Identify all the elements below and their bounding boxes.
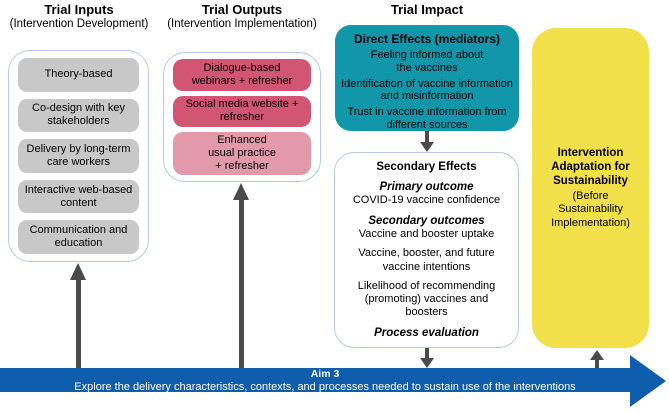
primary-outcome-item: COVID-19 vaccine confidence [352,194,501,206]
secondary-effects-title: Secondary Effects [376,161,477,173]
secondary-outcome-recommending: Likelihood of recommending (promoting) v… [357,279,496,319]
aim-banner [0,368,630,392]
input-item-co-design: Co-design with key stakeholders [18,98,139,133]
outputs-subtitle: (Intervention Implementation) [167,17,317,30]
direct-effect-informed: Feeling informed about the vaccines [370,49,484,74]
secondary-effects-box: Secondary Effects Primary outcome COVID-… [334,152,519,348]
impact-title: Trial Impact [390,2,464,17]
input-item-delivery: Delivery by long-term care workers [18,139,139,173]
direct-effects-box: Direct Effects (mediators) Feeling infor… [335,25,519,131]
inputs-panel: Theory-based Co-design with key stakehol… [8,50,149,262]
input-item-web-content: Interactive web-based content [18,179,139,214]
outputs-header: Trial Outputs (Intervention Implementati… [158,2,326,31]
input-item-theory-based: Theory-based [18,58,139,92]
adaptation-box: Intervention Adaptation for Sustainabili… [532,28,649,348]
process-evaluation-heading: Process evaluation [374,327,479,340]
secondary-outcome-uptake: Vaccine and booster uptake [358,228,495,241]
outputs-title: Trial Outputs [201,2,283,17]
output-item-social-media: Social media website + refresher [173,95,311,128]
impact-header: Trial Impact [335,2,519,18]
inputs-header: Trial Inputs (Intervention Development) [0,2,160,31]
adaptation-title: Intervention Adaptation for Sustainabili… [551,146,630,187]
inputs-subtitle: (Intervention Development) [9,17,149,30]
direct-effect-trust: Trust in vaccine information from differ… [347,106,507,131]
output-item-webinars: Dialogue-based webinars + refresher [173,59,311,91]
primary-outcome-heading: Primary outcome [379,181,474,193]
inputs-title: Trial Inputs [44,2,114,17]
output-item-usual-practice: Enhanced usual practice + refresher [173,132,311,175]
aim-banner-text: Aim 3 Explore the delivery characteristi… [0,368,650,392]
adaptation-subtitle: (Before Sustainability Implementation) [551,189,630,229]
aim-banner-arrowhead [630,355,666,407]
secondary-outcomes-heading: Secondary outcomes [368,215,485,228]
input-item-communication: Communication and education [18,220,139,254]
outputs-panel: Dialogue-based webinars + refresher Soci… [163,52,321,182]
aim-banner-title: Aim 3 [310,368,340,380]
secondary-outcome-intentions: Vaccine, booster, and future vaccine int… [358,247,495,273]
direct-effect-identification: Identification of vaccine information an… [341,77,513,103]
aim-banner-description: Explore the delivery characteristics, co… [74,380,576,393]
direct-effects-title: Direct Effects (mediators) [353,32,501,46]
